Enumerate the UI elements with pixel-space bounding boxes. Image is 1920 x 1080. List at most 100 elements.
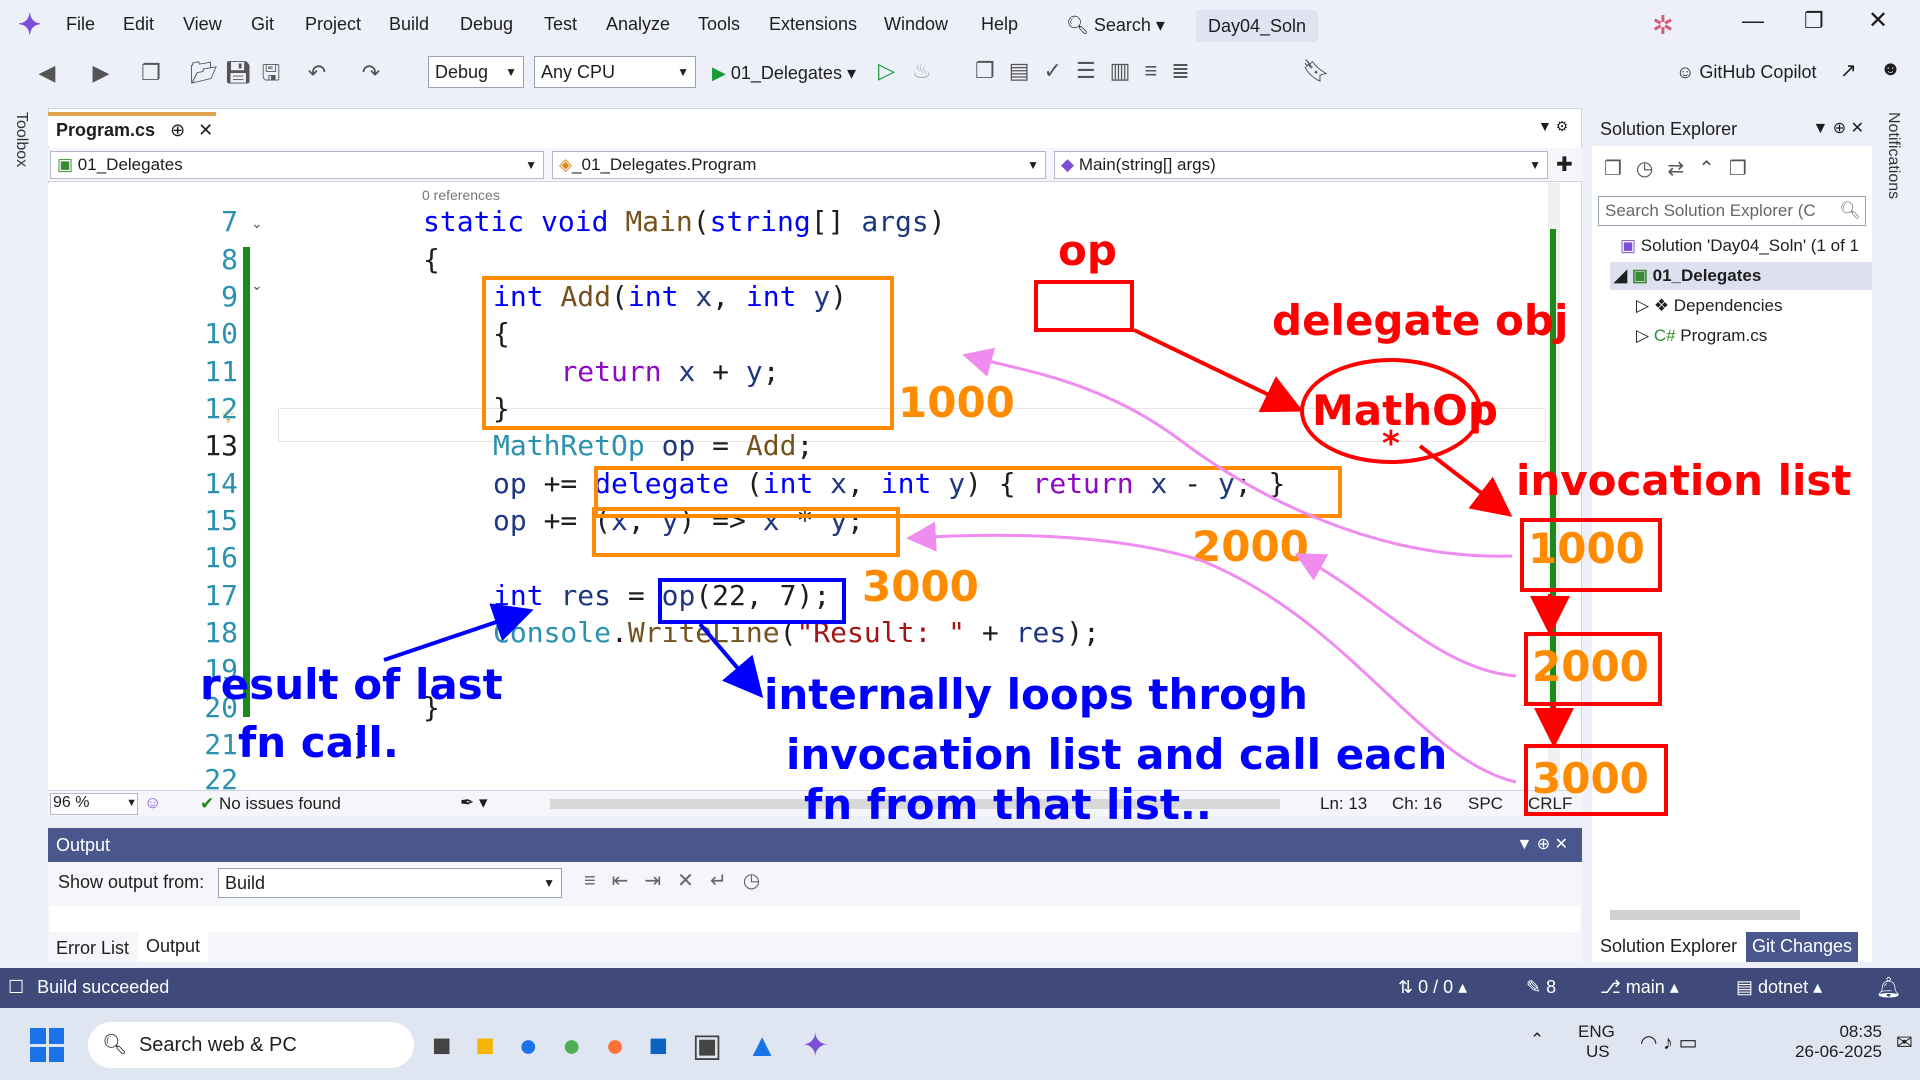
output-text-area[interactable] (50, 906, 1580, 932)
menu-view[interactable]: View (183, 14, 222, 34)
split-editor-icon[interactable]: ✚ (1556, 154, 1573, 176)
close-tab-icon[interactable]: ✕ (198, 120, 214, 140)
line-number: 16 (204, 541, 238, 574)
menu-window[interactable]: Window (884, 14, 949, 34)
tab-solution-explorer[interactable]: Solution Explorer (1594, 932, 1744, 962)
solution-search-input[interactable]: Search Solution Explorer (C🔍︎ (1598, 196, 1866, 226)
document-tab-program-cs[interactable]: Program.cs ⊕ ✕ (48, 112, 216, 146)
platform-select[interactable]: Any CPU▼ (534, 56, 696, 88)
zoom-select[interactable]: 96 %▼ (50, 793, 138, 815)
lightbulb-icon[interactable]: 💡︎ (222, 407, 235, 427)
tree-project[interactable]: ◢ ▣ 01_Delegates (1610, 262, 1872, 290)
menu-file[interactable]: File (66, 14, 96, 34)
chevron-down-icon: ▼ (543, 876, 555, 890)
save-all-icon[interactable]: 🖫 (261, 60, 281, 85)
taskbar-search[interactable]: 🔍︎ Search web & PC (88, 1022, 414, 1068)
back-icon[interactable]: ◀ (38, 60, 56, 85)
annotation-loop-note-2: invocation list and call each (786, 730, 1448, 779)
code-line-10: { (493, 317, 510, 350)
menu-analyze[interactable]: Analyze (606, 14, 671, 34)
toolbox-tab[interactable]: Toolbox (13, 112, 30, 168)
save-icon[interactable]: 💾︎ (224, 60, 252, 85)
notifications-tab[interactable]: Notifications (1885, 112, 1902, 200)
arrow-1000-to-add (962, 347, 1513, 558)
line-ending-indicator[interactable]: CRLF (1528, 794, 1573, 813)
codelens[interactable]: 0 references (422, 187, 500, 203)
solution-hscrollbar[interactable] (1610, 910, 1800, 920)
close-window-button[interactable]: ✕ (1868, 7, 1889, 34)
project-nav-select[interactable]: ▣ 01_Delegates▼ (50, 151, 544, 179)
current-line-highlight (278, 408, 1546, 442)
class-nav-select[interactable]: ◈_01_Delegates.Program▼ (552, 151, 1046, 179)
tree-solution-root[interactable]: ▣ Solution 'Day04_Soln' (1 of 1 (1620, 236, 1859, 255)
bookmark-icon[interactable]: 🔖︎ (1302, 58, 1330, 83)
tree-program-cs[interactable]: ▷ C# Program.cs (1636, 326, 1768, 345)
code-editor[interactable]: ⌄ ⌄ 💡︎ 0 references 7 8 9 10 11 12 13 14… (48, 183, 1560, 796)
menu-build[interactable]: Build (389, 14, 430, 34)
fold-indicator-icon[interactable]: ⌄ (251, 215, 263, 231)
solution-toolbar-icons[interactable]: ❐◷⇄⌃❐ (1604, 158, 1761, 180)
annotation-mathop: MathOp (1312, 386, 1498, 435)
start-without-debugging-icon[interactable]: ▷ (878, 58, 895, 83)
menu-help[interactable]: Help (981, 14, 1019, 34)
bottom-tab-output[interactable]: Output (138, 932, 209, 962)
restore-button[interactable]: ❐ (1804, 8, 1824, 33)
fold-indicator-icon[interactable]: ⌄ (251, 277, 263, 293)
network-volume-battery-icons[interactable]: ◠ ♪ ▭ (1640, 1032, 1698, 1054)
notification-bell-icon[interactable]: 🔔︎ (1876, 977, 1902, 999)
expanded-icon: ◢ (1614, 266, 1628, 285)
copilot-status-icon[interactable]: ☺ (144, 793, 162, 812)
search-box[interactable]: 🔍︎ Search ▾ (1066, 15, 1165, 35)
line-number: 17 (204, 579, 238, 612)
panel-controls-icon[interactable]: ▼ ⊕ ✕ (1812, 120, 1864, 137)
chevron-down-icon: ▼ (677, 65, 689, 79)
member-nav-select[interactable]: ◆ Main(string[] args)▼ (1054, 151, 1548, 179)
notifications-center-icon[interactable]: ✉ (1896, 1032, 1913, 1054)
pin-icon[interactable]: ⊕ (170, 120, 186, 140)
minimize-button[interactable]: — (1742, 8, 1764, 33)
open-folder-icon[interactable]: 📂︎ (190, 60, 218, 85)
menu-edit[interactable]: Edit (123, 14, 155, 34)
configuration-select[interactable]: Debug▼ (428, 56, 524, 88)
redo-icon[interactable]: ↷ (361, 60, 381, 85)
tab-git-changes[interactable]: Git Changes (1746, 932, 1859, 962)
menu-tools[interactable]: Tools (698, 14, 741, 34)
feedback-icon[interactable]: ☻ (1880, 58, 1902, 80)
new-project-icon[interactable]: ❐ (141, 60, 161, 85)
live-share-icon[interactable]: ✲ (1652, 10, 1674, 40)
taskbar-app-icons[interactable]: ■■●●●■▣▲✦ (432, 1027, 853, 1063)
line-number: 11 (204, 355, 238, 388)
bottom-tab-error-list[interactable]: Error List (56, 938, 130, 958)
show-hidden-icons[interactable]: ⌃ (1530, 1030, 1545, 1049)
menu-extensions[interactable]: Extensions (769, 14, 858, 34)
hot-reload-icon[interactable]: ♨ (912, 58, 932, 83)
menu-project[interactable]: Project (305, 14, 362, 34)
panel-controls-icon[interactable]: ▼ ⊕ ✕ (1516, 836, 1568, 853)
vs-logo-icon[interactable]: ✦ (18, 9, 42, 40)
start-debugging-button[interactable]: ▶ 01_Delegates ▾ (712, 63, 856, 83)
menu-test[interactable]: Test (544, 14, 578, 34)
line-number: 8 (221, 243, 238, 276)
code-cleanup-icon[interactable]: ✒ ▾ (460, 793, 488, 812)
repo-selector[interactable]: ▤ dotnet ▴ (1736, 977, 1823, 997)
menu-debug[interactable]: Debug (460, 14, 514, 34)
tab-overflow-icon[interactable]: ▼ ⚙ (1538, 118, 1569, 134)
share-icon[interactable]: ↗ (1840, 60, 1857, 82)
pending-edits[interactable]: ✎ 8 (1526, 977, 1557, 997)
issues-indicator[interactable]: ✔ No issues found (200, 794, 341, 813)
undo-icon[interactable]: ↶ (307, 60, 327, 85)
horizontal-scrollbar[interactable] (550, 799, 1280, 809)
tree-dependencies[interactable]: ▷ ❖ Dependencies (1636, 296, 1783, 315)
forward-icon[interactable]: ▶ (92, 60, 110, 85)
branch-selector[interactable]: ⎇ main ▴ (1600, 977, 1679, 997)
annotation-box-2000 (1524, 632, 1662, 706)
output-source-select[interactable]: Build▼ (218, 868, 562, 898)
github-copilot-button[interactable]: ☺ GitHub Copilot (1676, 62, 1817, 82)
menu-git[interactable]: Git (251, 14, 275, 34)
windows-start-icon[interactable] (30, 1028, 64, 1062)
sync-status[interactable]: ⇅ 0 / 0 ▴ (1398, 977, 1468, 997)
output-toolbar-icons[interactable]: ≡⇤⇥✕↵◷ (584, 870, 777, 892)
whitespace-indicator[interactable]: SPC (1468, 794, 1503, 813)
